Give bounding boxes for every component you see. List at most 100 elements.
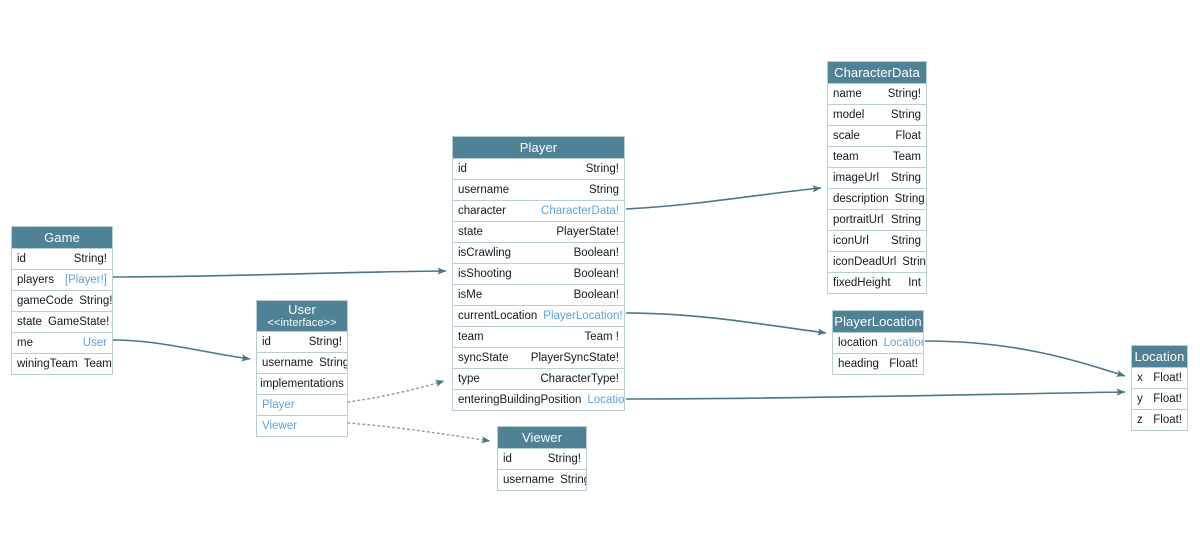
field-type: Team: [892, 151, 921, 163]
field-row[interactable]: winingTeam Team: [12, 353, 112, 374]
field-row[interactable]: players [Player!]: [12, 269, 112, 290]
field-row[interactable]: username String: [257, 352, 347, 373]
field-type: String: [902, 256, 926, 268]
field-type: PlayerSyncState!: [530, 352, 619, 364]
implementation-row[interactable]: Player: [257, 394, 347, 415]
field-row[interactable]: isShooting Boolean!: [453, 263, 624, 284]
field-name: portraitUrl: [833, 214, 884, 226]
field-name: isCrawling: [458, 247, 512, 259]
field-name: state: [458, 226, 483, 238]
field-row[interactable]: character CharacterData!: [453, 200, 624, 221]
field-type: CharacterType!: [540, 373, 619, 385]
field-row[interactable]: team Team: [828, 146, 926, 167]
edge-player-character-to-characterdata: [625, 185, 822, 210]
field-type: String: [588, 184, 619, 196]
field-type: String: [890, 172, 921, 184]
field-row[interactable]: syncState PlayerSyncState!: [453, 347, 624, 368]
field-name: state: [17, 316, 42, 328]
field-row[interactable]: scale Float: [828, 125, 926, 146]
edge-playerlocation-location-to-location: [924, 340, 1126, 377]
field-row[interactable]: model String: [828, 104, 926, 125]
field-type[interactable]: [Player!]: [64, 274, 107, 286]
entity-user[interactable]: User <<interface>> id String! username S…: [256, 300, 348, 437]
field-row[interactable]: name String!: [828, 83, 926, 104]
field-name: x: [1137, 372, 1143, 384]
field-type: Float!: [1153, 372, 1182, 384]
field-type[interactable]: PlayerLocation!: [543, 310, 623, 322]
field-row[interactable]: x Float!: [1132, 367, 1187, 388]
entity-player[interactable]: Player id String! username String charac…: [452, 136, 625, 411]
field-type: String: [894, 193, 925, 205]
field-name: gameCode: [17, 295, 74, 307]
field-row[interactable]: id String!: [453, 158, 624, 179]
field-row[interactable]: iconUrl String: [828, 230, 926, 251]
field-row[interactable]: currentLocation PlayerLocation!: [453, 305, 624, 326]
field-row[interactable]: portraitUrl String: [828, 209, 926, 230]
field-name: character: [458, 205, 506, 217]
field-name: username: [262, 357, 314, 369]
implementation-name[interactable]: Player: [262, 399, 295, 411]
edge-game-me-to-user: [112, 339, 251, 362]
field-type: String: [319, 357, 347, 369]
entity-characterdata[interactable]: CharacterData name String! model String …: [827, 61, 927, 294]
field-row[interactable]: username String: [498, 469, 586, 490]
field-row[interactable]: z Float!: [1132, 409, 1187, 430]
entity-playerlocation[interactable]: PlayerLocation location Location! headin…: [832, 310, 924, 375]
field-row[interactable]: fixedHeight Int: [828, 272, 926, 293]
field-row[interactable]: heading Float!: [833, 353, 923, 374]
field-row[interactable]: y Float!: [1132, 388, 1187, 409]
field-type[interactable]: CharacterData!: [541, 205, 619, 217]
implementation-row[interactable]: Viewer: [257, 415, 347, 436]
field-row[interactable]: id String!: [12, 248, 112, 269]
field-row[interactable]: type CharacterType!: [453, 368, 624, 389]
field-row[interactable]: location Location!: [833, 332, 923, 353]
field-name: team: [458, 331, 484, 343]
field-row[interactable]: isCrawling Boolean!: [453, 242, 624, 263]
field-name: model: [833, 109, 865, 121]
field-row[interactable]: team Team !: [453, 326, 624, 347]
edge-game-players-to-player: [112, 267, 447, 278]
field-row[interactable]: username String: [453, 179, 624, 200]
field-row[interactable]: state PlayerState!: [453, 221, 624, 242]
field-type: Float!: [889, 358, 918, 370]
field-type: GameState!: [47, 316, 110, 328]
field-name: winingTeam: [17, 358, 78, 370]
entity-user-name: User: [288, 302, 316, 317]
field-row[interactable]: id String!: [257, 331, 347, 352]
entity-game[interactable]: Game id String! players [Player!] gameCo…: [11, 226, 113, 375]
field-row[interactable]: me User: [12, 332, 112, 353]
entity-location[interactable]: Location x Float! y Float! z Float!: [1131, 345, 1188, 431]
field-name: currentLocation: [458, 310, 538, 322]
field-name: heading: [838, 358, 879, 370]
entity-user-stereotype: <<interface>>: [267, 317, 337, 329]
field-name: isMe: [458, 289, 483, 301]
field-name: name: [833, 88, 862, 100]
field-type: Boolean!: [573, 268, 619, 280]
field-type[interactable]: Location: [587, 394, 624, 406]
field-name: iconDeadUrl: [833, 256, 897, 268]
implementation-name[interactable]: Viewer: [262, 420, 297, 432]
field-row[interactable]: state GameState!: [12, 311, 112, 332]
entity-viewer[interactable]: Viewer id String! username String: [497, 426, 587, 491]
field-name: location: [838, 337, 878, 349]
field-type: String: [890, 214, 921, 226]
field-row[interactable]: enteringBuildingPosition Location: [453, 389, 624, 410]
field-row[interactable]: iconDeadUrl String: [828, 251, 926, 272]
field-name: description: [833, 193, 889, 205]
field-type: String!: [585, 163, 619, 175]
field-row[interactable]: description String: [828, 188, 926, 209]
field-type: Boolean!: [573, 247, 619, 259]
field-name: fixedHeight: [833, 277, 891, 289]
field-type: String!: [79, 295, 112, 307]
field-type: Float!: [1153, 393, 1182, 405]
field-row[interactable]: id String!: [498, 448, 586, 469]
field-type[interactable]: User: [82, 337, 107, 349]
field-name: scale: [833, 130, 860, 142]
field-row[interactable]: imageUrl String: [828, 167, 926, 188]
field-row[interactable]: gameCode String!: [12, 290, 112, 311]
field-name: id: [262, 336, 271, 348]
field-type[interactable]: Location!: [883, 337, 923, 349]
field-type: Team: [83, 358, 112, 370]
field-row[interactable]: isMe Boolean!: [453, 284, 624, 305]
